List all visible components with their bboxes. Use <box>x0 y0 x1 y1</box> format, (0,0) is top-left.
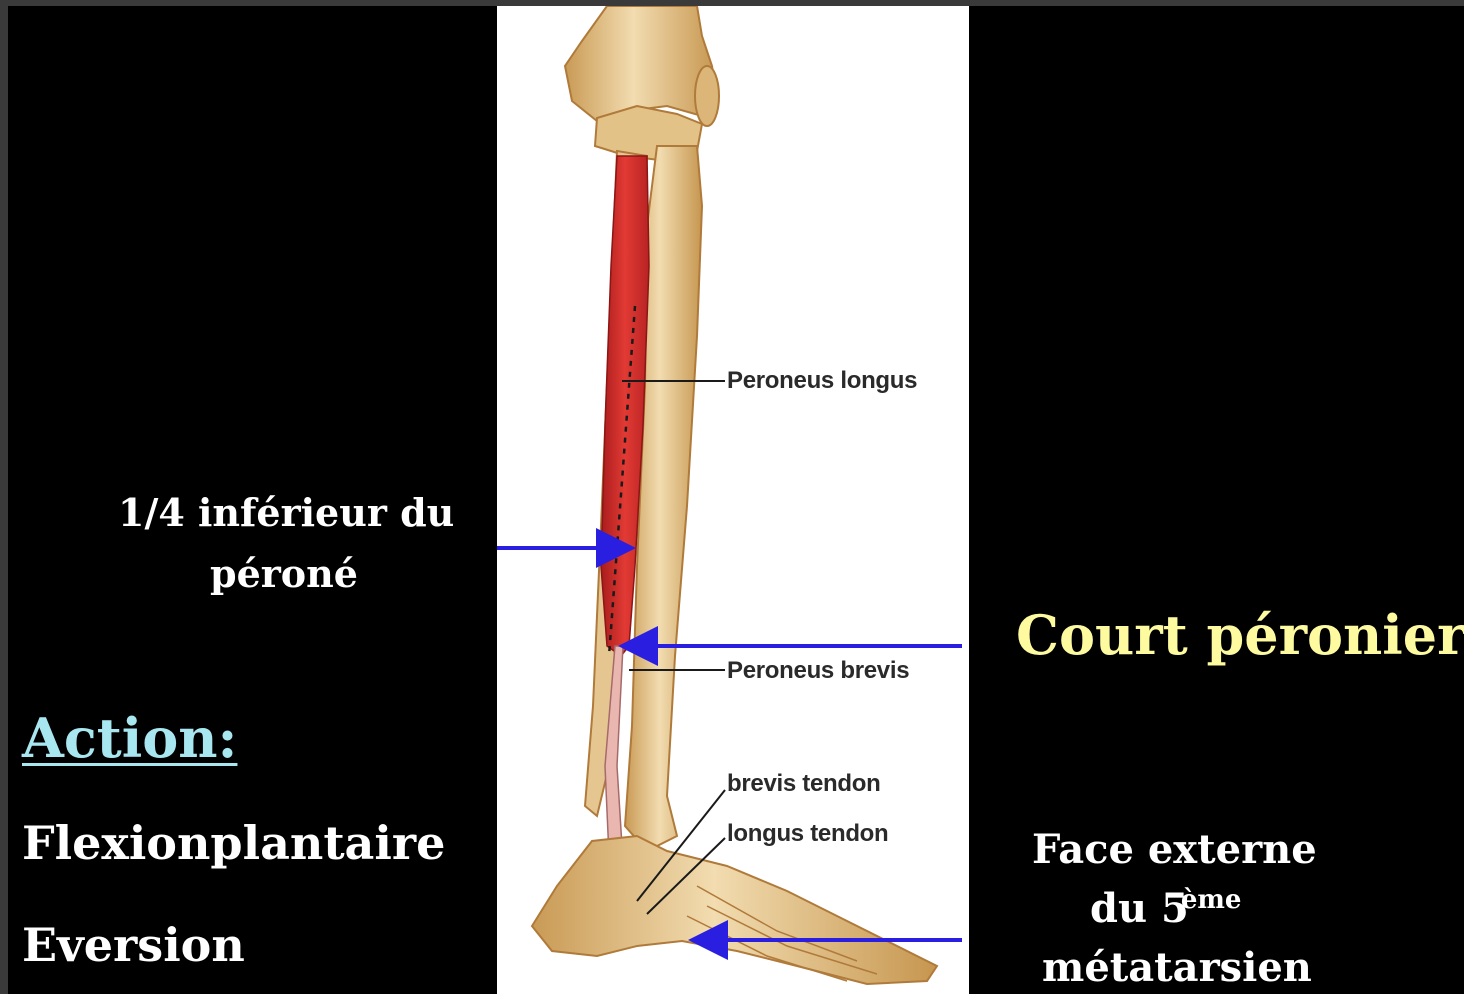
muscle-name-title: Court péronier <box>1016 603 1464 667</box>
action-item-1: Flexionplantaire <box>22 816 445 870</box>
insertion-text-line3: métatarsien <box>1042 944 1312 991</box>
origin-text-line1: 1/4 inférieur du <box>118 490 454 535</box>
action-item-2: Eversion <box>22 918 245 972</box>
insertion-line2-text: du 5 <box>1090 885 1189 932</box>
insertion-superscript: ème <box>1181 885 1242 915</box>
insertion-text-line2: du 5ème <box>1090 885 1241 932</box>
action-heading: Action: <box>22 706 237 770</box>
insertion-text-line1: Face externe <box>1032 826 1317 873</box>
origin-text-line2: péroné <box>210 551 358 596</box>
